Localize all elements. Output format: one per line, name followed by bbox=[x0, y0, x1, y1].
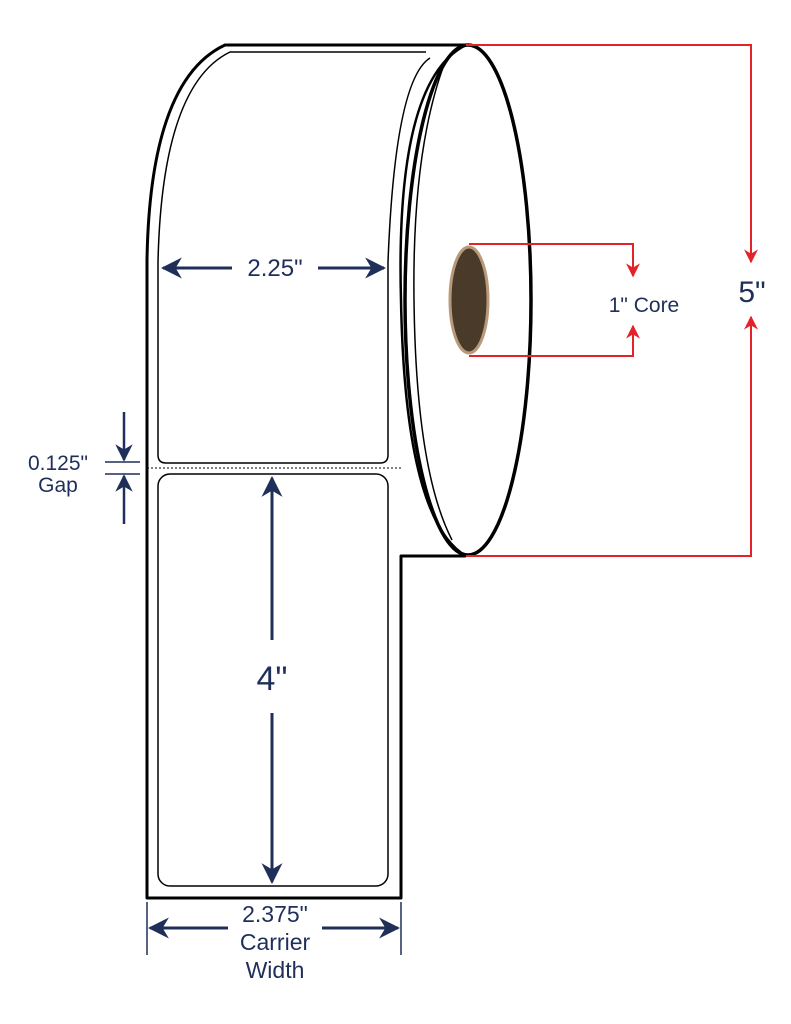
diameter-bracket-top bbox=[466, 44, 752, 245]
diameter-text: 5" bbox=[738, 276, 765, 309]
roll-side-rim bbox=[399, 43, 467, 558]
label-width-text: 2.25" bbox=[247, 255, 302, 282]
roll-core bbox=[448, 245, 490, 355]
carrier-word-text: Carrier bbox=[240, 929, 311, 955]
roll-side-rim-inner bbox=[413, 61, 453, 541]
diameter-bracket-bottom bbox=[466, 335, 752, 557]
label-rectangle bbox=[157, 473, 389, 887]
roll-inner-liner bbox=[157, 51, 431, 464]
gap-word-text: Gap bbox=[38, 474, 78, 497]
label-height-text: 4" bbox=[257, 660, 288, 698]
core-text: 1" Core bbox=[609, 294, 680, 317]
carrier-value-text: 2.375" bbox=[242, 901, 308, 927]
width-word-text: Width bbox=[246, 957, 305, 983]
gap-value-text: 0.125" bbox=[28, 452, 88, 475]
